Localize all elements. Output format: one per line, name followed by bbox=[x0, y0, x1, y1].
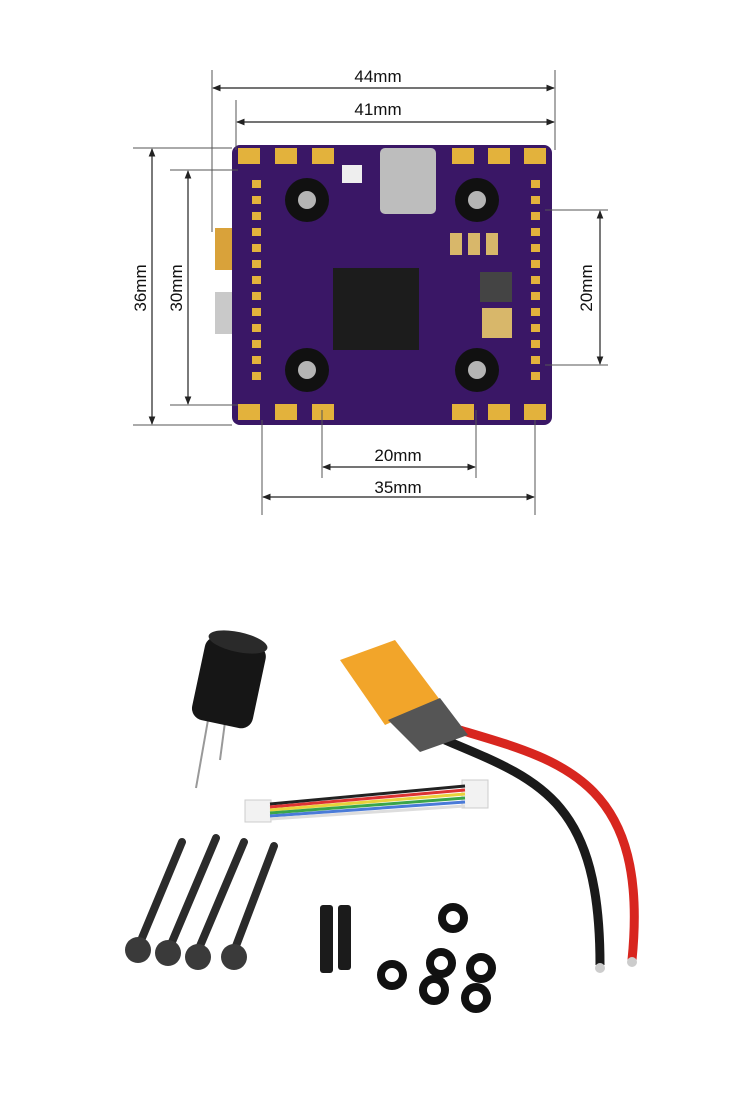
dim-35mm-label: 35mm bbox=[374, 478, 421, 497]
solder-pad bbox=[252, 180, 261, 188]
solder-pad bbox=[531, 212, 540, 220]
dim-36mm-label: 36mm bbox=[131, 264, 150, 311]
dim-20mm-right-label: 20mm bbox=[577, 264, 596, 311]
solder-pad bbox=[531, 228, 540, 236]
solder-pad bbox=[252, 308, 261, 316]
dim-41mm-label: 41mm bbox=[354, 100, 401, 119]
extension-lines bbox=[133, 70, 608, 515]
flight-controller-board bbox=[215, 145, 552, 425]
solder-pad bbox=[531, 372, 540, 380]
solder-pad bbox=[531, 276, 540, 284]
solder-pad bbox=[252, 356, 261, 364]
solder-pad bbox=[531, 324, 540, 332]
ribbon-cable bbox=[244, 779, 489, 823]
solder-pad bbox=[531, 340, 540, 348]
solder-pad bbox=[252, 244, 261, 252]
solder-pad bbox=[252, 196, 261, 204]
solder-pad bbox=[531, 196, 540, 204]
solder-pad bbox=[531, 292, 540, 300]
dim-20mm-bottom-label: 20mm bbox=[374, 446, 421, 465]
solder-pad bbox=[252, 324, 261, 332]
solder-pad bbox=[252, 340, 261, 348]
solder-pad bbox=[531, 260, 540, 268]
solder-pad bbox=[252, 276, 261, 284]
solder-pad bbox=[252, 260, 261, 268]
solder-pad bbox=[531, 356, 540, 364]
solder-pad bbox=[252, 228, 261, 236]
solder-pad bbox=[531, 244, 540, 252]
dim-30mm-label: 30mm bbox=[167, 264, 186, 311]
solder-pad bbox=[252, 372, 261, 380]
dim-44mm-label: 44mm bbox=[354, 67, 401, 86]
solder-pad bbox=[531, 180, 540, 188]
o-rings bbox=[377, 903, 496, 1013]
screw-heads bbox=[125, 937, 247, 970]
xt60-power-lead bbox=[340, 640, 639, 973]
heat-shrink-tubes bbox=[320, 905, 351, 973]
solder-pad bbox=[252, 292, 261, 300]
solder-pad bbox=[252, 212, 261, 220]
capacitor bbox=[191, 630, 268, 789]
solder-pad bbox=[531, 308, 540, 316]
mounting-screws bbox=[138, 834, 278, 950]
